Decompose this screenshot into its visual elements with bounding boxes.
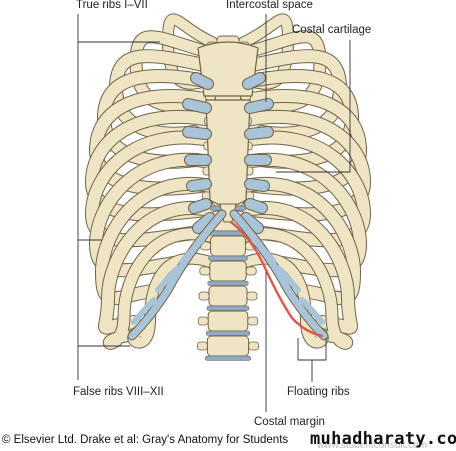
transverse-process-left-12 — [197, 316, 209, 326]
transverse-process-right-12 — [247, 316, 259, 326]
false-rib-cartilage-left-3 — [131, 297, 157, 325]
transverse-process-right-11 — [246, 291, 258, 301]
vertebra-12 — [207, 310, 249, 332]
watermark-text: www.studentconsult.com — [317, 440, 428, 451]
label-true-ribs: True ribs I–VII — [76, 0, 148, 11]
false-rib-cartilage-right-2 — [275, 265, 301, 293]
cartilage-left-5 — [187, 179, 211, 191]
copyright-credit: © Elsevier Ltd. Drake et al: Gray's Anat… — [2, 434, 289, 446]
intervertebral-disc-11 — [206, 305, 250, 311]
intervertebral-disc-10 — [207, 280, 249, 286]
vertebra-9 — [210, 235, 246, 257]
vertebra-11 — [208, 285, 248, 307]
transverse-process-left-10 — [199, 266, 211, 276]
label-floating-ribs: Floating ribs — [287, 386, 350, 398]
intervertebral-disc-9 — [208, 255, 248, 261]
cartilage-right-7 — [241, 213, 263, 233]
leader-costal-cartilage — [276, 40, 351, 173]
rib-left-7 — [85, 131, 216, 247]
intervertebral-disc-13 — [205, 355, 251, 361]
false-rib-cartilage-left-2 — [155, 265, 181, 293]
rib-left-11 — [103, 228, 216, 349]
cartilage-left-3 — [183, 127, 211, 139]
label-false-ribs: False ribs VIII–XII — [73, 386, 164, 398]
rib-right-7 — [240, 131, 371, 247]
transverse-process-right-13 — [248, 341, 260, 351]
vertebra-10 — [209, 260, 247, 282]
cartilage-right-3 — [245, 127, 273, 139]
cartilage-left-6 — [189, 199, 211, 213]
false-rib-cartilage-right-1 — [251, 237, 277, 265]
cartilage-right-1 — [243, 73, 265, 89]
transverse-process-right-10 — [245, 266, 257, 276]
costal-arch-right — [230, 210, 328, 340]
label-costal-margin: Costal margin — [254, 416, 325, 428]
cartilage-right-6 — [245, 199, 267, 213]
costal-cartilages — [127, 72, 329, 341]
vertebra-13 — [206, 335, 250, 357]
leader-lines — [77, 14, 351, 412]
rib-right-11 — [240, 228, 353, 349]
cartilage-left-2 — [183, 99, 211, 113]
costal-margin-line — [229, 220, 324, 338]
false-rib-cartilage-right-3 — [299, 297, 325, 325]
cartilage-left-1 — [191, 73, 213, 89]
site-name: muhadharaty.com — [310, 429, 456, 449]
cartilage-left-7 — [193, 213, 215, 233]
label-costal-cartilage: Costal cartilage — [292, 24, 372, 36]
cartilage-right-2 — [245, 99, 273, 113]
costal-arch-left — [128, 210, 226, 340]
rib-left-10 — [99, 202, 216, 334]
label-intercostal-space: Intercostal space — [226, 0, 313, 11]
false-rib-cartilage-left-1 — [179, 237, 205, 265]
sternum-body — [205, 99, 251, 207]
transverse-process-left-11 — [198, 291, 210, 301]
rib-right-10 — [240, 202, 357, 334]
cartilage-right-5 — [245, 179, 269, 191]
transverse-process-left-13 — [196, 341, 208, 351]
intervertebral-disc-12 — [205, 330, 251, 336]
